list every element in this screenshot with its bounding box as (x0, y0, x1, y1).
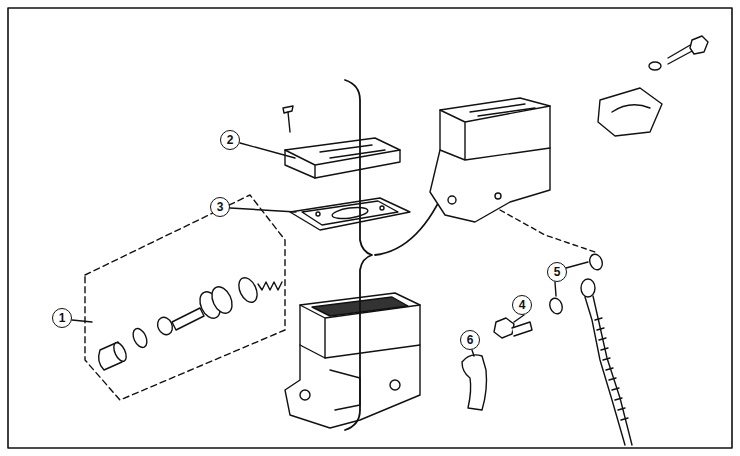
callout-number: 1 (59, 312, 66, 324)
callout-number: 2 (227, 134, 234, 146)
callout-number: 4 (519, 299, 526, 311)
callout-circle: 3 (210, 197, 230, 217)
callout-circle: 4 (512, 295, 532, 315)
callout-circle: 1 (52, 308, 72, 328)
callout-circle: 6 (460, 330, 480, 350)
callout-number: 5 (554, 266, 561, 278)
callout-number: 6 (467, 334, 474, 346)
callout-circle: 5 (547, 262, 567, 282)
callout-circle: 2 (220, 130, 240, 150)
callout-number: 3 (217, 201, 224, 213)
